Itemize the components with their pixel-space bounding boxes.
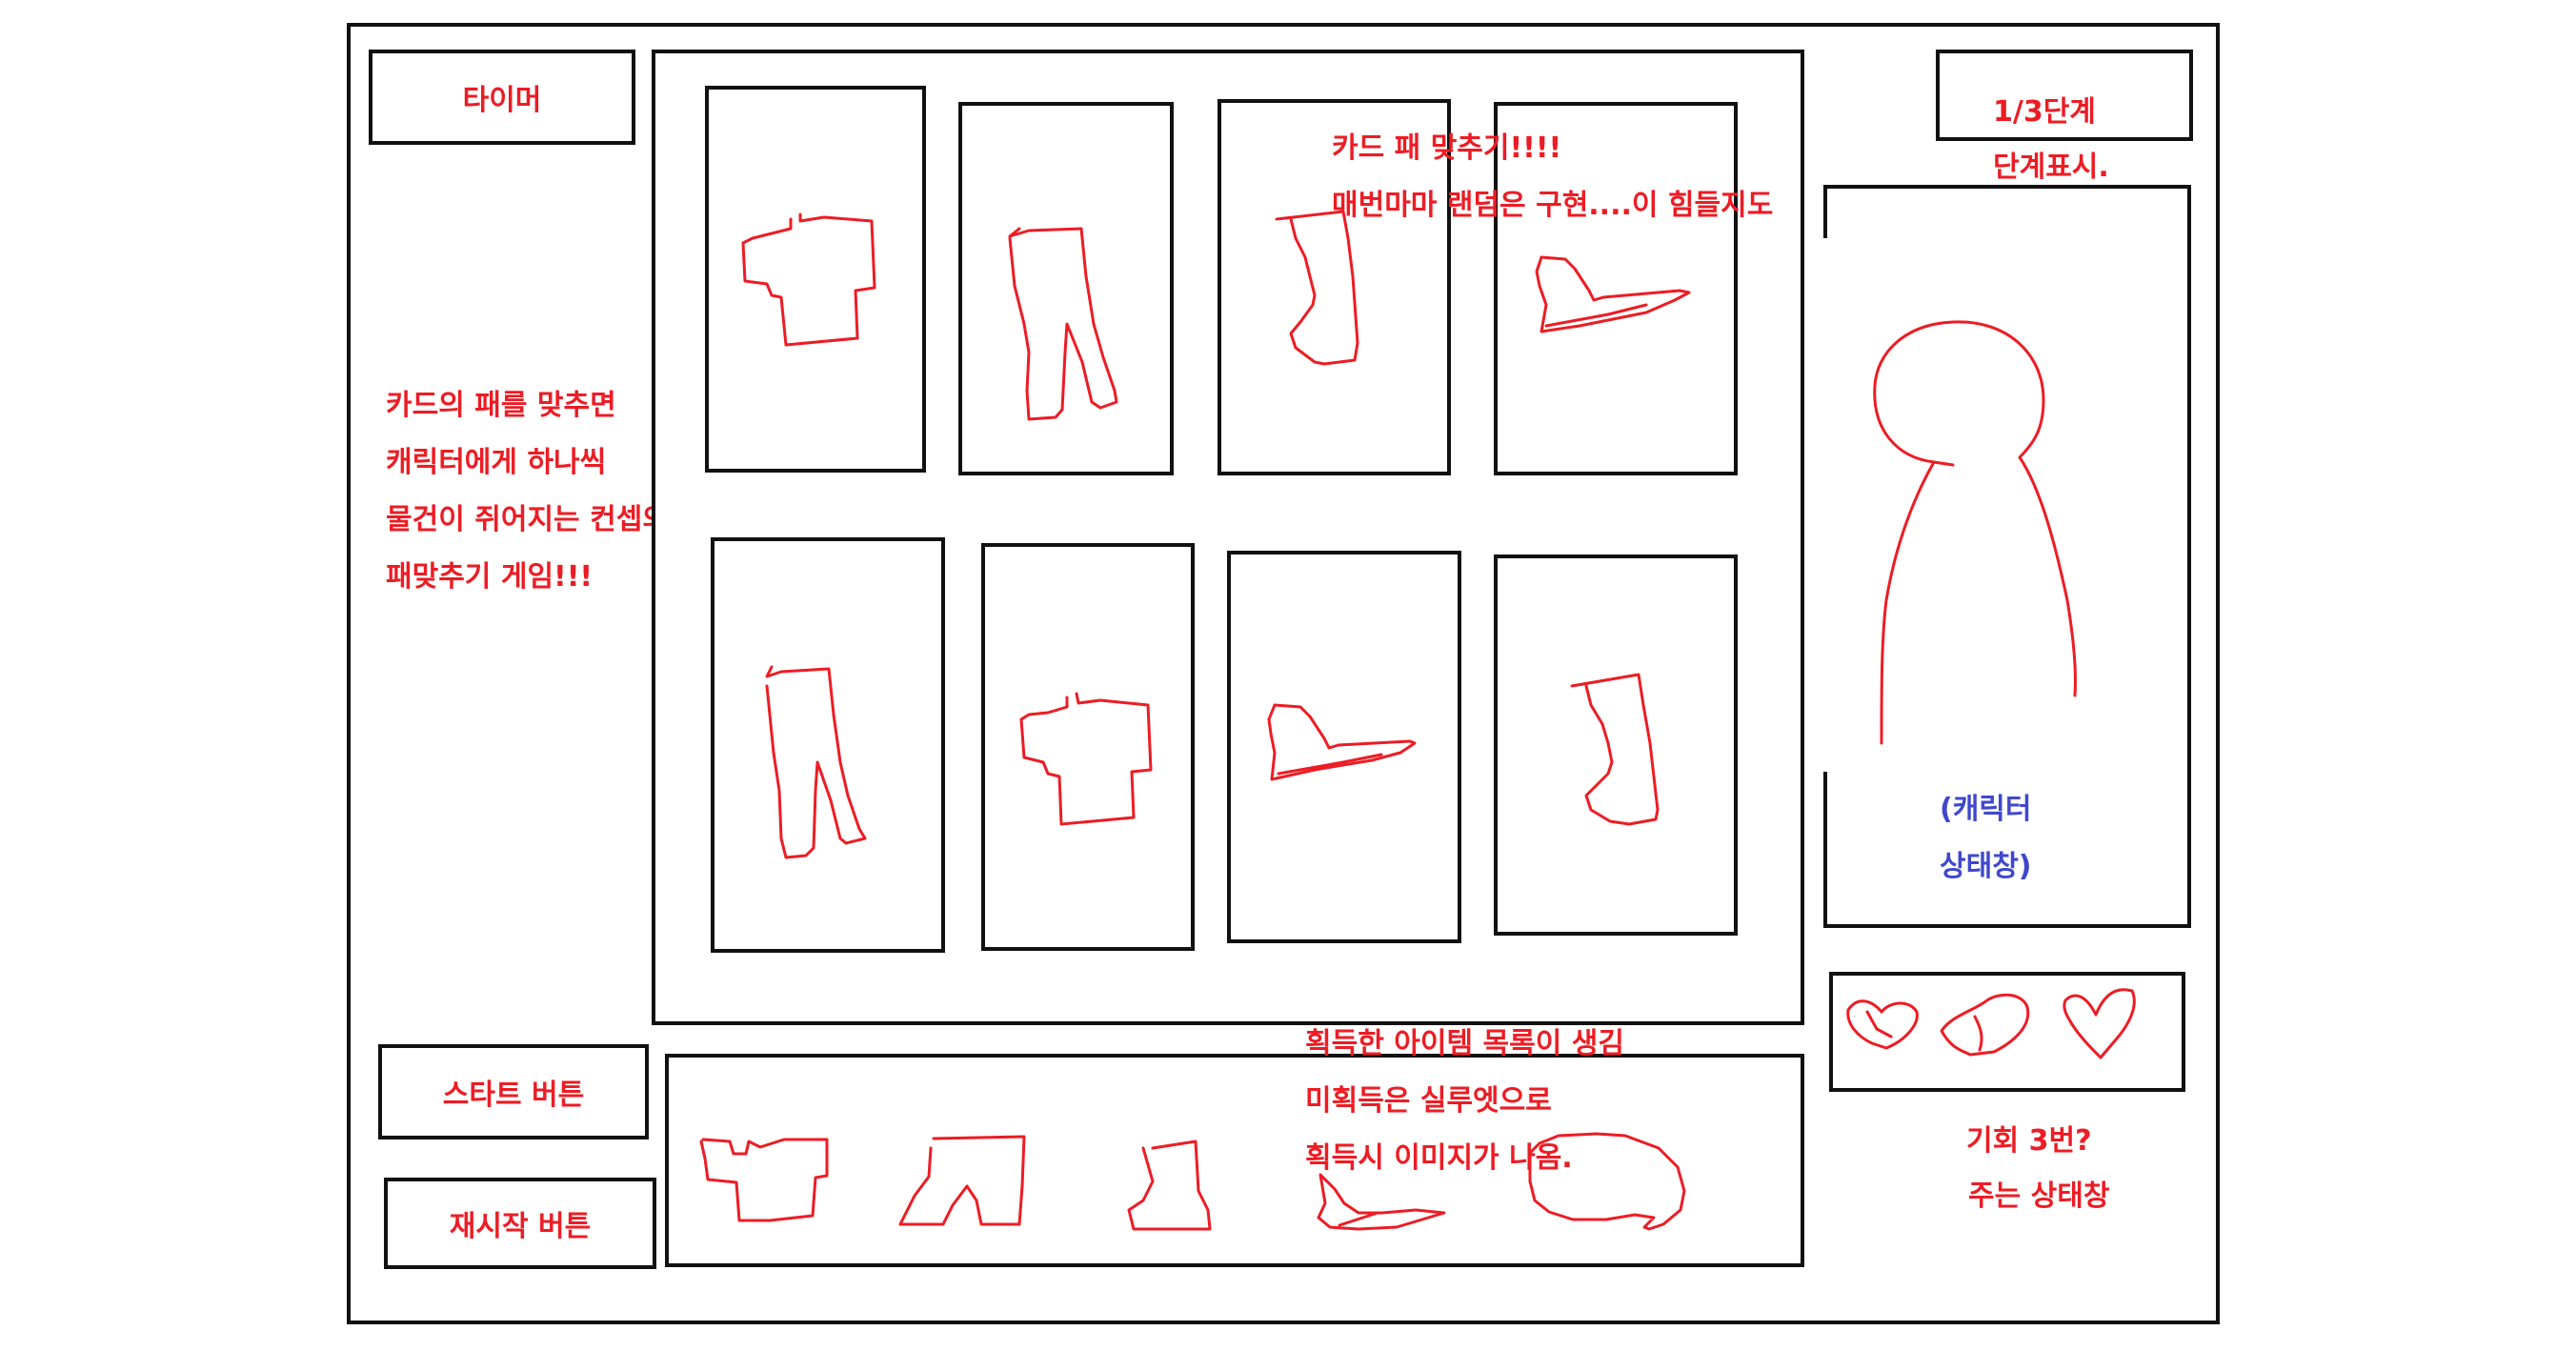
heart-icon: [1940, 993, 2030, 1057]
card[interactable]: [1494, 102, 1738, 475]
items-note: 획득한 아이템 목록이 생김: [1305, 1027, 1624, 1060]
card[interactable]: [958, 102, 1174, 475]
hat-icon: [1267, 703, 1417, 781]
items-note: 획득시 이미지가 나옴.: [1305, 1141, 1573, 1175]
character-label: (캐릭터: [1940, 793, 2032, 826]
shirt-icon: [1019, 692, 1153, 826]
character-silhouette: [1873, 320, 2077, 745]
sock-icon: [1127, 1139, 1212, 1231]
sock-icon: [1570, 673, 1660, 826]
heart-icon: [1846, 999, 1919, 1050]
pants-icon: [898, 1135, 1026, 1226]
lives-label: 주는 상태창: [1968, 1180, 2110, 1213]
stage-note: 단계표시.: [1993, 151, 2109, 184]
description-line: 물건이 쥐어지는 컨셉의: [386, 503, 669, 536]
start-button[interactable]: 스타트 버튼: [378, 1044, 649, 1139]
items-note: 미획득은 실루엣으로: [1305, 1084, 1552, 1118]
shirt-icon: [741, 212, 876, 347]
restart-button-label: 재시작 버튼: [449, 1210, 592, 1243]
card[interactable]: [1218, 99, 1451, 475]
heart-icon: [2063, 988, 2136, 1059]
timer-label: 타이머: [462, 84, 542, 117]
hat-icon: [1317, 1173, 1446, 1231]
item-inventory: [665, 1054, 1804, 1267]
board-note-detail: 매번마마 랜덤은 구현....이 힘들지도: [1332, 189, 1774, 222]
stage-box: [1936, 50, 2193, 141]
panel-gap: [1820, 238, 1829, 772]
card[interactable]: [711, 537, 945, 953]
restart-button[interactable]: 재시작 버튼: [384, 1178, 656, 1269]
timer-box: 타이머: [369, 50, 635, 145]
card[interactable]: [705, 86, 926, 473]
board-note-title: 카드 패 맞추기!!!!: [1332, 131, 1562, 165]
shirt-icon: [699, 1138, 829, 1222]
character-label: 상태창): [1940, 850, 2032, 883]
card[interactable]: [1494, 555, 1738, 936]
start-button-label: 스타트 버튼: [442, 1079, 585, 1112]
stage-label: 1/3단계: [1993, 95, 2096, 129]
hat-icon: [1535, 255, 1691, 333]
pants-icon: [1008, 227, 1118, 421]
description-line: 카드의 패를 맞추면: [386, 389, 616, 422]
card[interactable]: [981, 543, 1195, 951]
description-line: 패맞추기 게임!!!: [386, 560, 594, 594]
sock-icon: [1275, 210, 1359, 366]
lives-panel: [1829, 972, 2185, 1092]
silhouette-icon: [1528, 1132, 1686, 1231]
pants-icon: [765, 665, 867, 859]
character-panel: [1823, 185, 2191, 928]
card[interactable]: [1227, 551, 1461, 943]
lives-label: 기회 3번?: [1966, 1124, 2092, 1158]
description-line: 캐릭터에게 하나씩: [386, 446, 607, 479]
